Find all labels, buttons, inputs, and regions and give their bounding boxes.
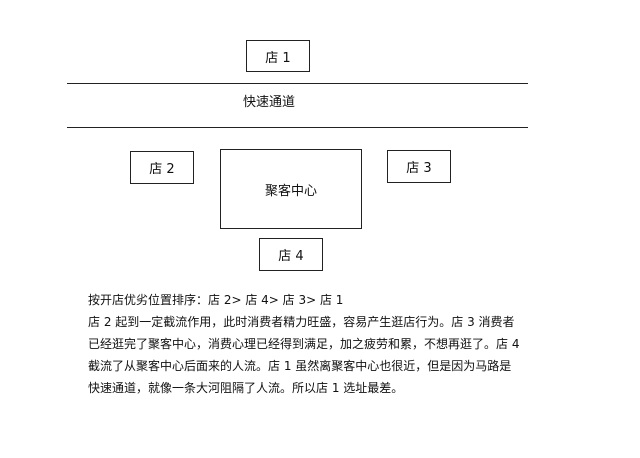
store-3-label: 店 3: [406, 161, 432, 176]
explanation-line-1: 店 2 起到一定截流作用，此时消费者精力旺盛，容易产生逛店行为。店 3 消费者: [88, 315, 515, 329]
store-3-box: 店 3: [387, 150, 451, 183]
road-bottom-line: [67, 127, 528, 128]
store-4-label: 店 4: [278, 249, 304, 264]
store-1-label: 店 1: [265, 50, 291, 66]
explanation-line-4: 快速通道，就像一条大河阻隔了人流。所以店 1 选址最差。: [88, 381, 404, 395]
gathering-center-label: 聚客中心: [264, 183, 317, 199]
explanation-text: 按开店优劣位置排序：店 2> 店 4> 店 3> 店 1 店 2 起到一定截流作…: [88, 289, 558, 399]
road-label: 快速通道: [242, 95, 295, 110]
store-1-box: 店 1: [246, 40, 310, 72]
ranking-line: 按开店优劣位置排序：店 2> 店 4> 店 3> 店 1: [88, 293, 344, 307]
road-top-line: [67, 83, 528, 84]
store-4-box: 店 4: [259, 238, 323, 271]
store-2-label: 店 2: [149, 162, 175, 177]
store-2-box: 店 2: [130, 151, 194, 184]
gathering-center-box: 聚客中心: [220, 149, 362, 229]
explanation-line-3: 截流了从聚客中心后面来的人流。店 1 虽然离聚客中心也很近，但是因为马路是: [88, 359, 512, 373]
explanation-line-2: 已经逛完了聚客中心，消费心理已经得到满足，加之疲劳和累，不想再逛了。店 4: [88, 337, 520, 351]
